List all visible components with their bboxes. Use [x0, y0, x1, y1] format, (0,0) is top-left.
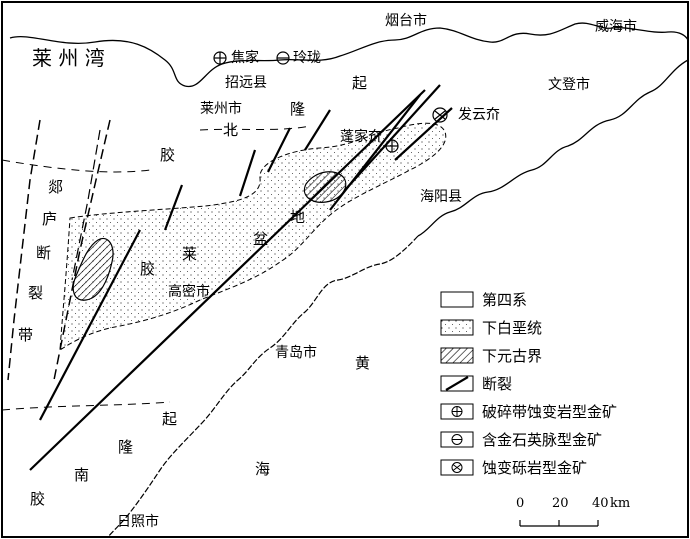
- jiaojia-label: 焦家: [231, 50, 259, 66]
- bowtie-circle-icon: [440, 459, 474, 475]
- yantai-label: 烟台市: [385, 13, 427, 29]
- north-coastline: [9, 22, 689, 88]
- mine-linglong-icon: [276, 51, 290, 65]
- legend-label: 第四系: [482, 290, 528, 309]
- boundary-dashed-2: [1, 401, 171, 411]
- proterozoic-swatch-icon: [440, 347, 474, 363]
- wendeng-label: 文登市: [548, 77, 590, 93]
- scale-tick-40: 40: [592, 496, 609, 511]
- scale-bar: [519, 520, 599, 527]
- jiaonan-char-2: 隆: [118, 438, 134, 456]
- jiaonan-char-3: 南: [74, 466, 90, 484]
- pengjiakuang-label: 蓬家夼: [340, 129, 382, 145]
- fault-swatch-icon: [440, 375, 474, 391]
- jiaobei-char-3: 北: [223, 121, 239, 139]
- boundary-dashed-1: [1, 159, 151, 173]
- yellow-sea-char-1: 黄: [355, 354, 371, 372]
- minus-circle-icon: [440, 431, 474, 447]
- legend-row: 断裂: [440, 372, 512, 394]
- cretaceous-swatch-icon: [440, 319, 474, 335]
- mine-pengjiakuang-icon: [385, 139, 399, 153]
- east-coastline: [417, 59, 689, 237]
- qingdao-label: 青岛市: [275, 345, 317, 361]
- weihai-label: 威海市: [595, 19, 637, 35]
- tanlu-char-5: 带: [18, 326, 34, 344]
- legend-label: 下元古界: [482, 346, 543, 365]
- zhaoyuan-label: 招远县: [225, 75, 267, 91]
- cross-circle-icon: [440, 403, 474, 419]
- quaternary-swatch-icon: [440, 291, 474, 307]
- scale-tick-0: 0: [516, 496, 525, 511]
- tanlu-char-4: 裂: [28, 284, 44, 302]
- legend-row: 蚀变砾岩型金矿: [440, 456, 587, 478]
- legend-label: 蚀变砾岩型金矿: [482, 458, 588, 477]
- legend-label: 下白垩统: [482, 318, 543, 337]
- fayunkuang-label: 发云夼: [458, 107, 500, 123]
- gaomi-label: 高密市: [168, 284, 210, 300]
- basin-char-1: 地: [290, 208, 306, 226]
- tanlu-fault-mid: [71, 129, 101, 281]
- jiaobei-char-2: 隆: [290, 100, 306, 118]
- mine-jiaojia-icon: [213, 51, 227, 65]
- mine-fayunkuang-icon: [432, 107, 448, 123]
- laizhou-bay-label: 莱 州 湾: [32, 46, 105, 70]
- haiyang-label: 海阳县: [420, 189, 462, 205]
- legend-row: 下白垩统: [440, 316, 542, 338]
- scale-tick-20: 20: [552, 496, 569, 511]
- tanlu-char-2: 庐: [42, 210, 58, 228]
- proterozoic-body-west: [72, 237, 114, 301]
- legend-row: 破碎带蚀变岩型金矿: [440, 400, 617, 422]
- legend-label: 含金石英脉型金矿: [482, 430, 603, 449]
- linglong-label: 玲珑: [293, 50, 321, 66]
- scale-labels: 0 20 40 km: [513, 496, 633, 536]
- legend-row: 含金石英脉型金矿: [440, 428, 602, 450]
- scale-unit: km: [610, 496, 631, 511]
- yellow-sea-char-2: 海: [255, 460, 271, 478]
- basin-char-2: 盆: [253, 230, 269, 248]
- jiaonan-char-4: 胶: [30, 490, 46, 508]
- jiaonan-char-1: 起: [162, 410, 178, 428]
- jiaobei-char-1: 起: [352, 74, 368, 92]
- legend-row: 第四系: [440, 288, 527, 310]
- jiaolai-basin-area: [59, 122, 447, 351]
- laizhou-label: 莱州市: [200, 101, 242, 117]
- boundary-dashed-3: [199, 125, 311, 131]
- tanlu-char-3: 断: [36, 244, 52, 262]
- fault-lines: [29, 84, 453, 471]
- rizhao-label: 日照市: [117, 514, 159, 530]
- tanlu-char-1: 郯: [48, 178, 64, 196]
- tanlu-fault-east: [53, 119, 111, 381]
- jiaobei-char-4: 胶: [160, 146, 176, 164]
- basin-char-4: 胶: [140, 260, 156, 278]
- basin-char-3: 莱: [182, 245, 198, 263]
- legend-label: 破碎带蚀变岩型金矿: [482, 402, 618, 421]
- legend-row: 下元古界: [440, 344, 542, 366]
- legend-label: 断裂: [482, 374, 513, 393]
